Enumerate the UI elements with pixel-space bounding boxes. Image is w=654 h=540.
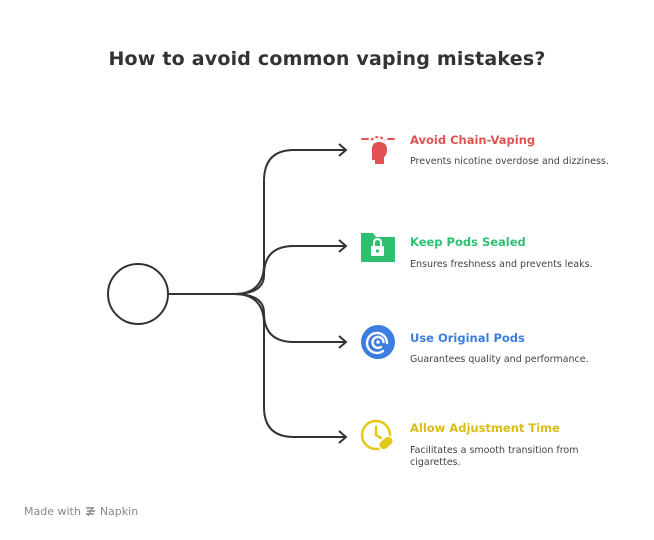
made-with-label: Made with <box>24 505 81 518</box>
item-title: Allow Adjustment Time <box>410 421 560 435</box>
branch-line-1 <box>168 149 346 295</box>
clock-pill-icon <box>360 419 395 451</box>
item-description: Facilitates a smooth transition from cig… <box>410 445 579 468</box>
arrowhead-3 <box>338 335 348 349</box>
item-description: Ensures freshness and prevents leaks. <box>410 259 593 270</box>
head-alert-icon <box>361 136 395 164</box>
arrowhead-1 <box>338 143 348 157</box>
arrowhead-4 <box>338 430 348 444</box>
item-title: Keep Pods Sealed <box>410 235 526 249</box>
folder-lock-icon <box>361 233 395 262</box>
item-description: Prevents nicotine overdose and dizziness… <box>410 156 609 167</box>
root-node <box>107 263 169 325</box>
signal-icon <box>361 325 395 359</box>
brand-name[interactable]: Napkin <box>99 505 139 518</box>
arrowhead-2 <box>338 239 348 253</box>
branch-line-2 <box>233 245 346 295</box>
page-title: How to avoid common vaping mistakes? <box>108 48 546 70</box>
branch-line-4 <box>233 293 346 438</box>
item-title: Use Original Pods <box>410 331 525 345</box>
item-description: Guarantees quality and performance. <box>410 354 589 365</box>
item-title: Avoid Chain-Vaping <box>410 133 536 147</box>
napkin-logo-icon <box>85 506 95 517</box>
branch-line-3 <box>233 293 346 343</box>
footer: Made with Napkin <box>24 505 138 518</box>
